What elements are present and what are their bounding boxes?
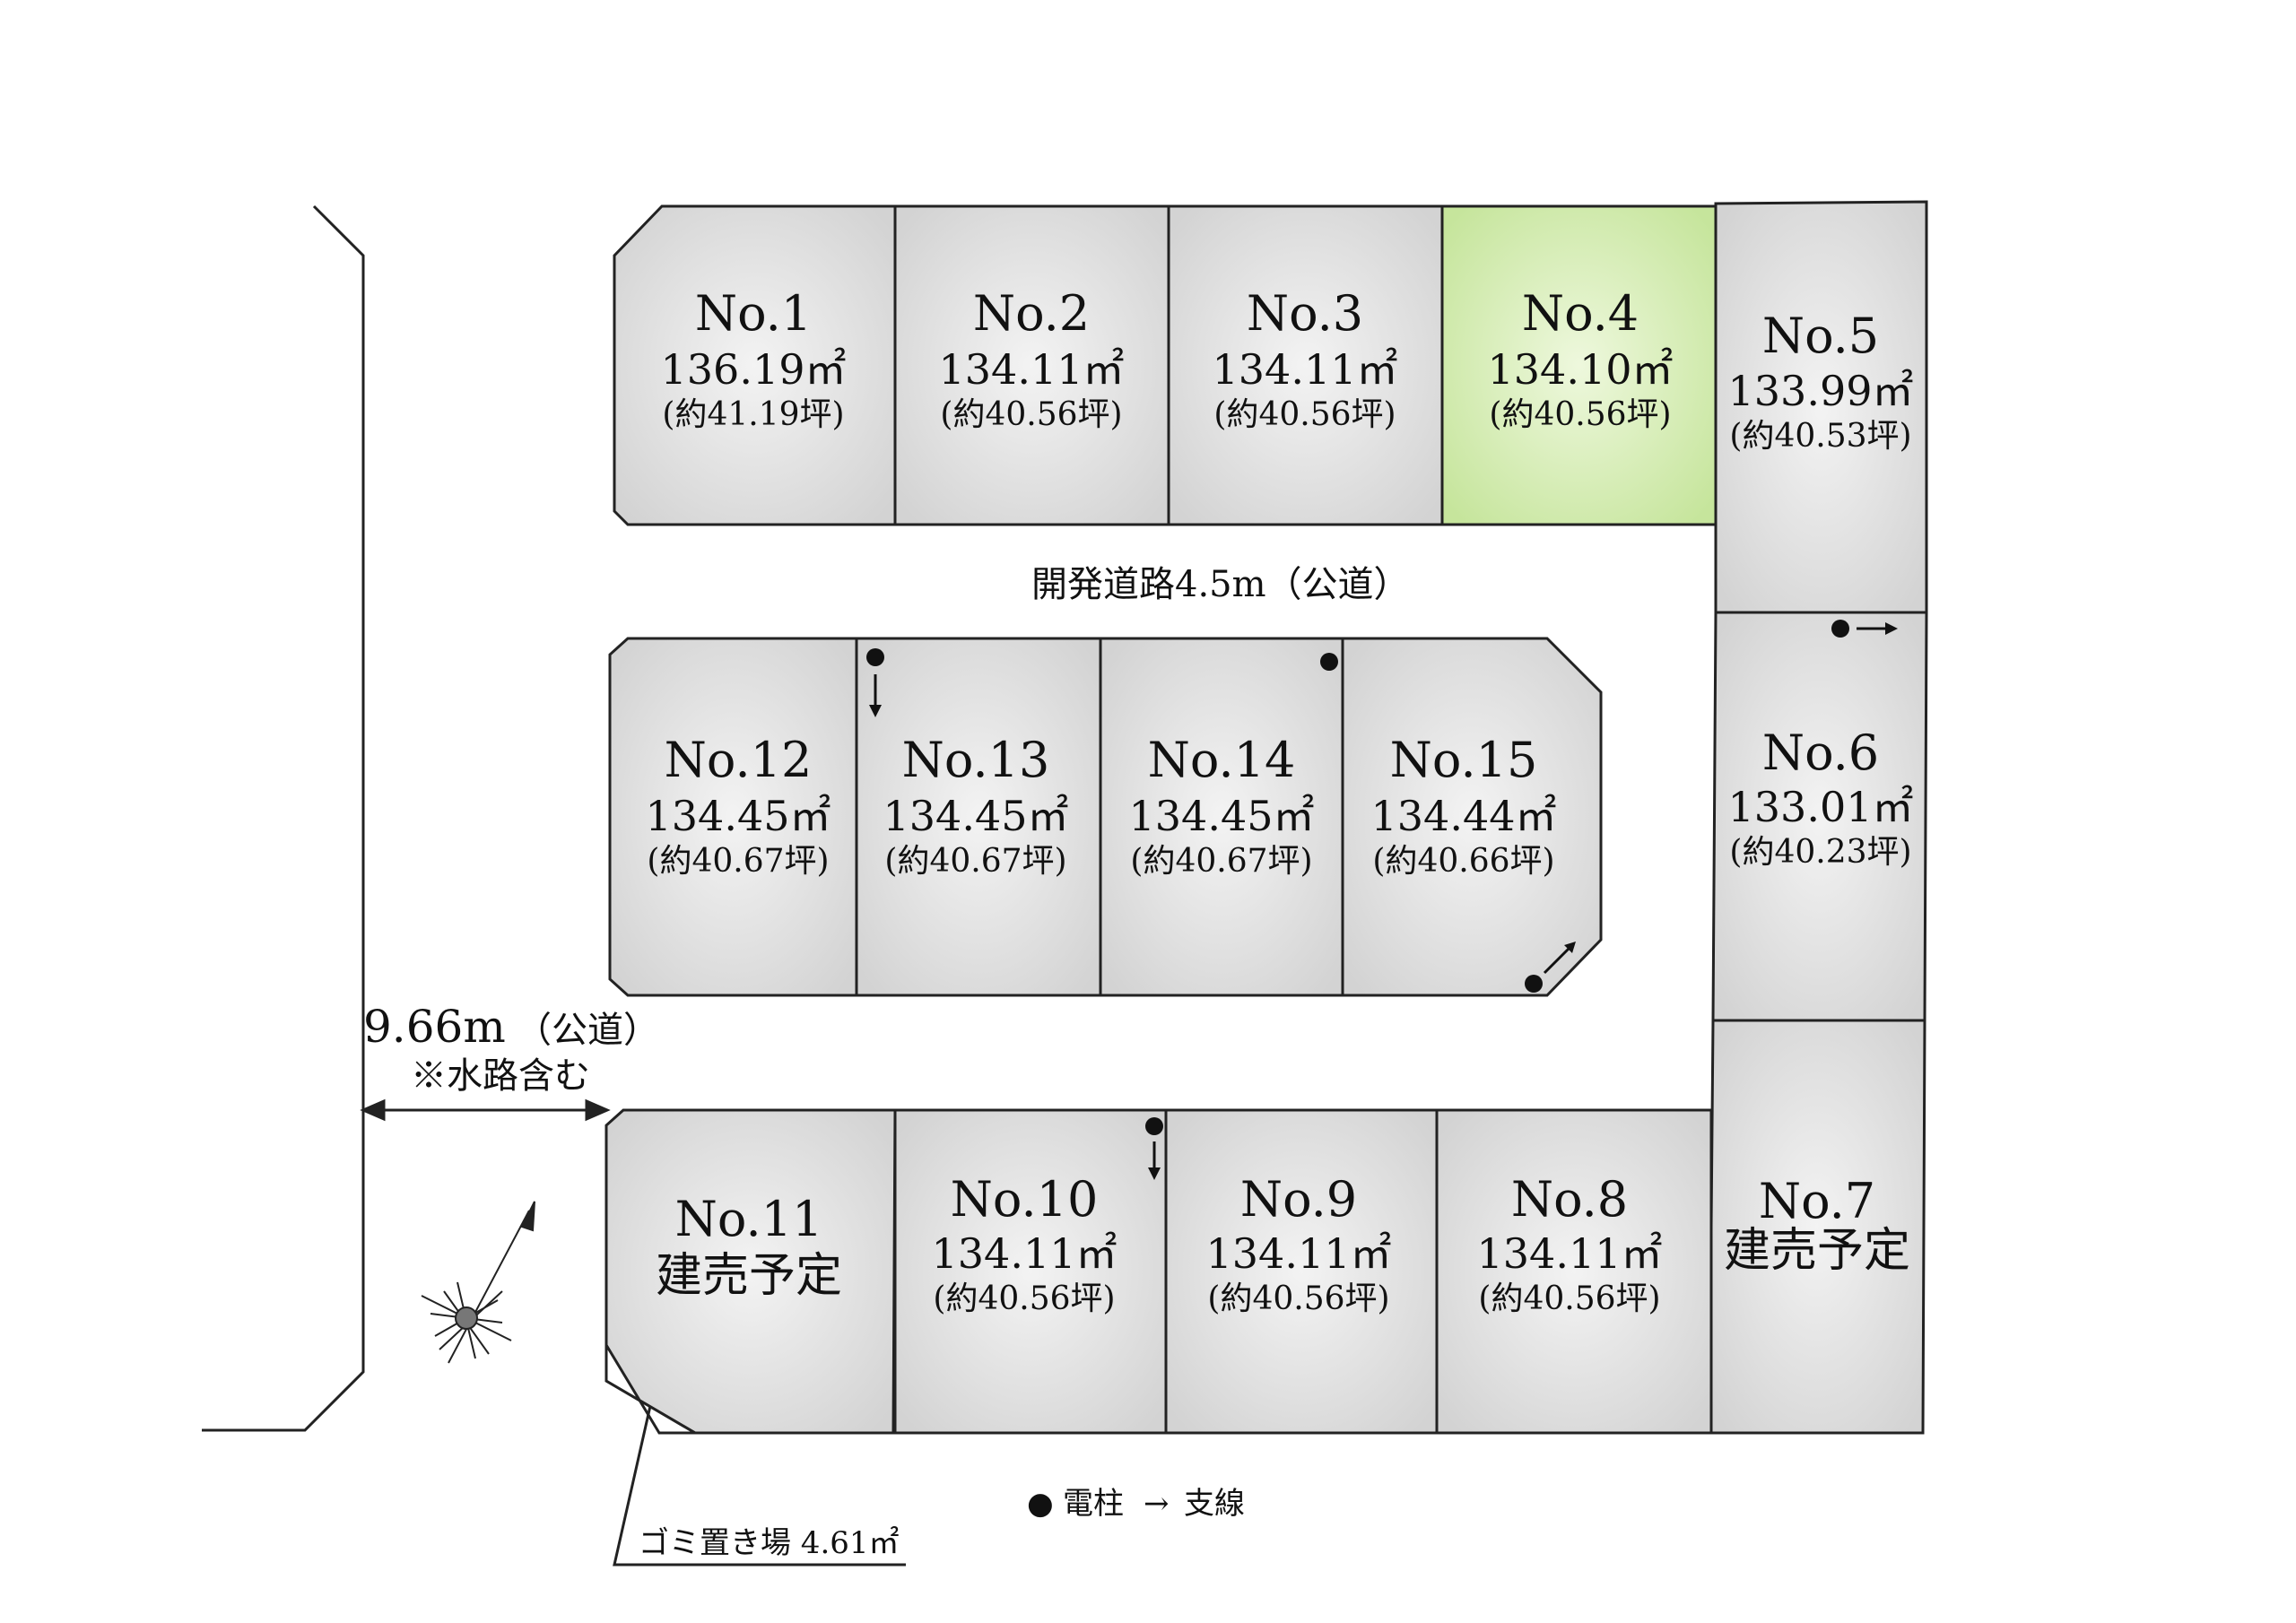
garbage-leader-line (613, 1405, 906, 1567)
lot-area: 134.11㎡ (1213, 345, 1398, 394)
lot-no: No.7 (1759, 1173, 1875, 1229)
lot-tsubo: (約40.67坪) (1130, 843, 1312, 880)
lot-area: 136.19㎡ (661, 345, 847, 394)
lot-area: 134.10㎡ (1488, 345, 1674, 394)
lot-no: No.4 (1522, 285, 1639, 342)
pole-lot13 (866, 648, 884, 717)
legend-stay-symbol: → (1144, 1486, 1170, 1522)
lot-tsubo: (約40.23坪) (1729, 834, 1911, 871)
lot-area: 134.11㎡ (1206, 1229, 1392, 1278)
lot-tsubo: (約40.56坪) (933, 1280, 1115, 1317)
lot-6[interactable]: No.6 133.01㎡ (約40.23坪) (1711, 611, 1928, 1022)
west-road-boundary (202, 204, 365, 1432)
lot-tsubo: (約41.19坪) (662, 396, 844, 433)
garbage-area (604, 1340, 700, 1435)
lot-area: 134.11㎡ (939, 345, 1125, 394)
lot-no: No.15 (1390, 732, 1538, 788)
lot-no: No.14 (1148, 732, 1296, 788)
lot-5[interactable]: No.5 133.99㎡ (約40.53坪) (1714, 200, 1928, 614)
lot-no: No.10 (951, 1171, 1099, 1228)
legend: ● 電柱 → 支線 (1027, 1486, 1245, 1522)
lot-no: No.1 (695, 285, 812, 342)
lot-tsubo: (約40.67坪) (647, 843, 829, 880)
lot-tsubo: (約40.56坪) (1207, 1280, 1389, 1317)
lot-area: 134.11㎡ (932, 1229, 1118, 1278)
lot-no: No.13 (902, 732, 1050, 788)
lot-no: No.11 (675, 1191, 823, 1247)
lot-9[interactable]: No.9 134.11㎡ (約40.56坪) (1164, 1108, 1439, 1435)
lot-12[interactable]: No.12 134.45㎡ (約40.67坪) (608, 637, 858, 997)
lot-tsubo: (約40.56坪) (1489, 396, 1671, 433)
lot-area: 133.99㎡ (1728, 367, 1914, 415)
legend-pole-symbol: ● (1027, 1486, 1054, 1522)
pole-lot6 (1831, 620, 1898, 638)
lot-3[interactable]: No.3 134.11㎡ (約40.56坪) (1167, 204, 1444, 526)
lot-area: 133.01㎡ (1728, 783, 1914, 831)
lot-1[interactable]: No.1 136.19㎡ (約41.19坪) (613, 204, 897, 526)
lot-tsubo: (約40.53坪) (1729, 418, 1911, 455)
lot-plan: 建売予定 (1724, 1224, 1910, 1278)
lot-no: No.8 (1511, 1171, 1628, 1228)
public-road-width: 9.66m (363, 1001, 506, 1053)
pole-lot10 (1145, 1117, 1163, 1180)
lot-13[interactable]: No.13 134.45㎡ (約40.67坪) (855, 637, 1102, 997)
lot-no: No.3 (1247, 285, 1363, 342)
lot-no: No.2 (973, 285, 1090, 342)
lot-tsubo: (約40.67坪) (884, 843, 1066, 880)
legend-stay-label: 支線 (1184, 1486, 1245, 1522)
lot-no: No.12 (665, 732, 813, 788)
lot-no: No.6 (1762, 725, 1879, 781)
legend-pole-label: 電柱 (1063, 1486, 1124, 1522)
lot-area: 134.44㎡ (1371, 792, 1557, 840)
lot-10[interactable]: No.10 134.11㎡ (約40.56坪) (893, 1108, 1168, 1435)
lot-area: 134.45㎡ (883, 792, 1069, 840)
lot-plan: 建売予定 (656, 1249, 842, 1303)
lot-14[interactable]: No.14 134.45㎡ (約40.67坪) (1099, 637, 1344, 997)
lot-7[interactable]: No.7 建売予定 (1708, 1019, 1926, 1435)
lot-area: 134.11㎡ (1477, 1229, 1663, 1278)
lot-15[interactable]: No.15 134.44㎡ (約40.66坪) (1341, 637, 1603, 997)
lot-no: No.5 (1762, 308, 1879, 364)
dev-road-label: 開発道路4.5m（公道） (1031, 564, 1410, 605)
garbage-label: ゴミ置き場 4.61㎡ (639, 1525, 900, 1561)
lot-no: No.9 (1240, 1171, 1357, 1228)
width-dimension-arrow (360, 1098, 611, 1122)
lot-area: 134.45㎡ (646, 792, 831, 840)
lot-tsubo: (約40.56坪) (1478, 1280, 1660, 1317)
lot-4[interactable]: No.4 134.10㎡ (約40.56坪) (1440, 204, 1718, 526)
pole-lot15 (1525, 942, 1576, 993)
lot-area: 134.45㎡ (1129, 792, 1315, 840)
lot-11[interactable]: No.11 建売予定 (604, 1108, 897, 1435)
lot-2[interactable]: No.2 134.11㎡ (約40.56坪) (893, 204, 1170, 526)
lot-tsubo: (約40.66坪) (1372, 843, 1554, 880)
public-road-kind: （公道） (516, 1010, 659, 1051)
compass-rose-icon (421, 1201, 535, 1364)
pole-lot14 (1320, 653, 1338, 671)
lot-tsubo: (約40.56坪) (940, 396, 1122, 433)
lot-tsubo: (約40.56坪) (1213, 396, 1396, 433)
public-road-note: ※水路含む (411, 1055, 590, 1097)
lot-8[interactable]: No.8 134.11㎡ (約40.56坪) (1435, 1108, 1713, 1435)
